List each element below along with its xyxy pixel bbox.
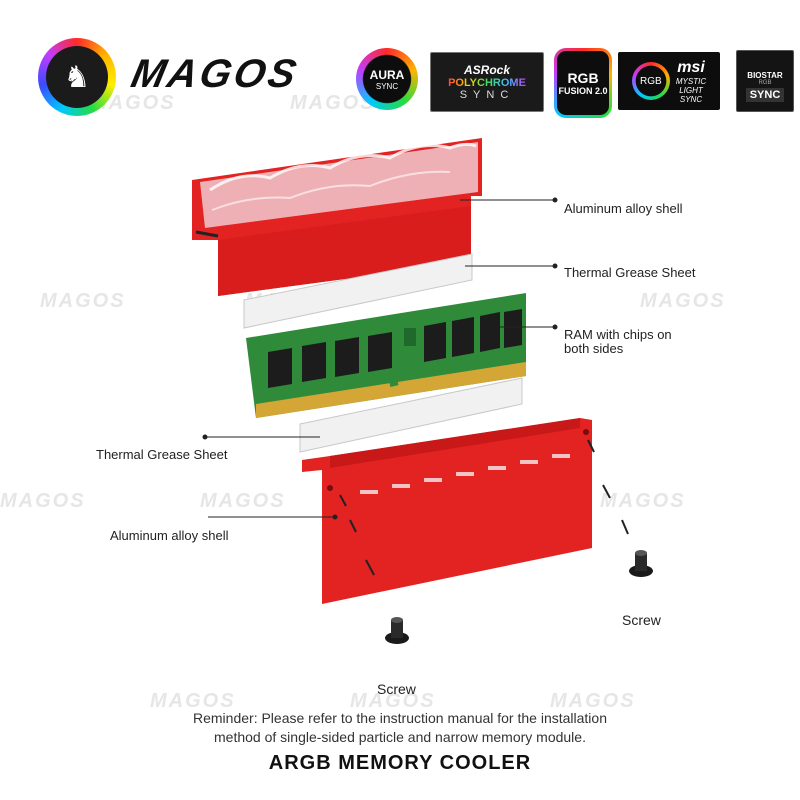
- label-ram-line1: RAM with chips on: [564, 327, 672, 342]
- watermark: MAGOS: [40, 290, 126, 312]
- msi-badge-line2: MYSTIC: [675, 76, 707, 86]
- aura-badge-line2: SYNC: [375, 81, 399, 91]
- watermark: MAGOS: [600, 490, 686, 512]
- product-title: ARGB MEMORY COOLER: [268, 752, 532, 774]
- leader-dot: [332, 514, 338, 520]
- reminder-note: Reminder: Please refer to the instructio…: [0, 709, 800, 747]
- aura-sync-badge: AURA SYNC: [356, 48, 418, 110]
- watermark: MAGOS: [640, 290, 726, 312]
- leader-dot: [552, 263, 558, 269]
- ram-module: [246, 293, 526, 418]
- label-ram-chips: RAM with chips on both sides: [564, 328, 672, 356]
- top-aluminum-shell: [192, 138, 482, 296]
- aura-badge-line1: AURA: [369, 67, 405, 82]
- msi-badge-line1: msi: [677, 58, 705, 76]
- msi-badge-line3: LIGHT: [679, 85, 703, 95]
- biostar-badge-line2: RGB: [758, 79, 772, 86]
- fusion-badge-line2: FUSION 2.0: [558, 86, 608, 96]
- label-ram-line2: both sides: [564, 341, 624, 356]
- leader-dot: [552, 324, 558, 330]
- label-top-aluminum-shell: Aluminum alloy shell: [564, 201, 683, 216]
- msi-rgb-ring-icon: RGB: [631, 62, 670, 100]
- screw-icon: [385, 617, 409, 644]
- watermark: MAGOS: [290, 92, 376, 114]
- reminder-line1: Reminder: Please refer to the instructio…: [193, 710, 607, 726]
- msi-ring-text: RGB: [640, 75, 662, 87]
- screw-guide-lines: [339, 439, 629, 576]
- bottom-thermal-grease-sheet: [299, 377, 523, 453]
- msi-mystic-light-badge: RGB msi MYSTIC LIGHT SYNC: [618, 52, 720, 110]
- label-top-thermal-grease-sheet: Thermal Grease Sheet: [564, 265, 696, 280]
- polychrome-badge-line3: SYNC: [459, 89, 515, 101]
- magos-logo: ♞: [38, 38, 116, 116]
- leader-dot: [202, 434, 208, 440]
- msi-badge-line4: SYNC: [679, 94, 703, 104]
- reminder-line2: method of single-sided particle and narr…: [214, 729, 586, 745]
- polychrome-sync-badge: ASRock POLYCHROME SYNC: [430, 52, 544, 112]
- watermark: MAGOS: [150, 690, 236, 712]
- label-bottom-thermal-grease-sheet: Thermal Grease Sheet: [96, 447, 228, 462]
- label-screw-right: Screw: [622, 612, 661, 628]
- fusion-badge-line1: RGB: [567, 70, 599, 86]
- watermark: MAGOS: [200, 490, 286, 512]
- rgb-fusion-badge: RGB FUSION 2.0: [554, 48, 612, 118]
- watermark: MAGOS: [550, 690, 636, 712]
- polychrome-badge-line2: POLYCHROME: [448, 77, 526, 89]
- watermark: MAGOS: [0, 490, 86, 512]
- leader-dot: [552, 197, 558, 203]
- screw-icon: [629, 550, 653, 577]
- top-thermal-grease-sheet: [243, 253, 473, 329]
- polychrome-badge-line1: ASRock: [463, 63, 510, 77]
- biostar-badge-line1: BIOSTAR: [747, 70, 783, 80]
- biostar-rgb-sync-badge: BIOSTAR RGB SYNC: [736, 50, 794, 112]
- watermark: MAGOS: [90, 92, 176, 114]
- watermark: MAGOS: [350, 690, 436, 712]
- label-bottom-aluminum-shell: Aluminum alloy shell: [110, 528, 229, 543]
- biostar-badge-line3: SYNC: [745, 87, 785, 102]
- bottom-aluminum-shell: [302, 418, 592, 604]
- horse-head-icon: ♞: [46, 46, 108, 108]
- label-screw-left: Screw: [377, 681, 416, 697]
